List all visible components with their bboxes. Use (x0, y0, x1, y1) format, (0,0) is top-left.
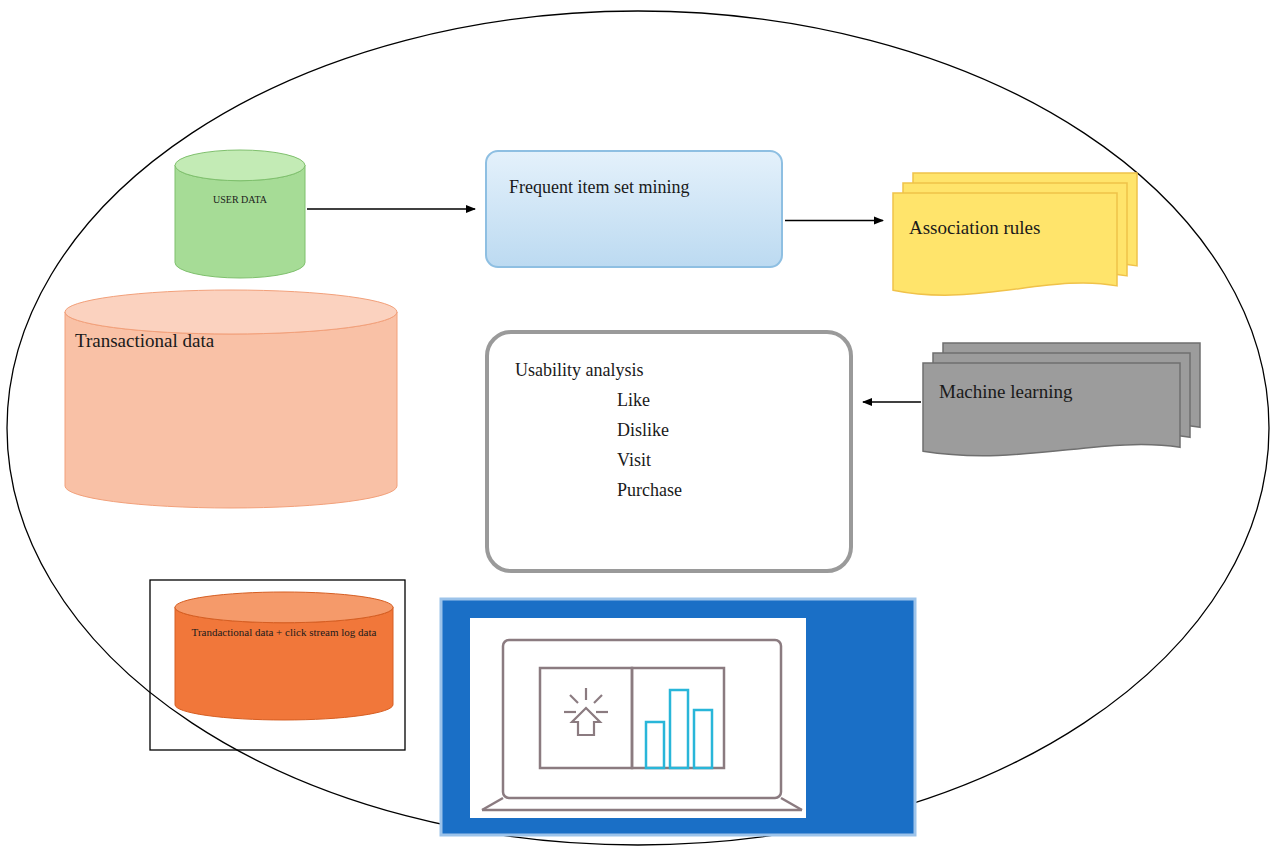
node-outline (175, 592, 393, 720)
data-cylinder: USER DATA (175, 150, 305, 278)
data-cylinder: Transactional data (65, 290, 397, 508)
box-heading: Usability analysis (515, 360, 839, 381)
frame-rect (150, 580, 405, 750)
node-label: USER DATA (181, 194, 299, 205)
document-stack: Machine learning (923, 343, 1200, 461)
list-item: Like (617, 390, 839, 411)
data-cylinder: Trandactional data + click stream log da… (175, 592, 393, 720)
node-label: Transactional data (75, 330, 385, 352)
node-label: Machine learning (939, 381, 1174, 403)
node-label: Trandactional data + click stream log da… (189, 626, 379, 638)
node-outline (65, 290, 397, 508)
list-item: Visit (617, 450, 839, 471)
list-item: Dislike (617, 420, 839, 441)
node-label: Frequent item set mining (509, 172, 763, 202)
outer-ellipse (7, 11, 1269, 845)
node-outline (175, 150, 305, 278)
process-box: Frequent item set mining (485, 150, 783, 268)
flow-arrow (307, 208, 475, 209)
node-label: Association rules (909, 213, 1107, 243)
document-stack: Association rules (893, 173, 1137, 301)
list-item: Purchase (617, 480, 839, 501)
laptop-illustration (441, 599, 915, 835)
analysis-box: Usability analysisLikeDislikeVisitPurcha… (485, 330, 853, 573)
flow-arrow (863, 401, 921, 402)
flow-arrow (785, 220, 883, 221)
node-outline (485, 150, 783, 268)
